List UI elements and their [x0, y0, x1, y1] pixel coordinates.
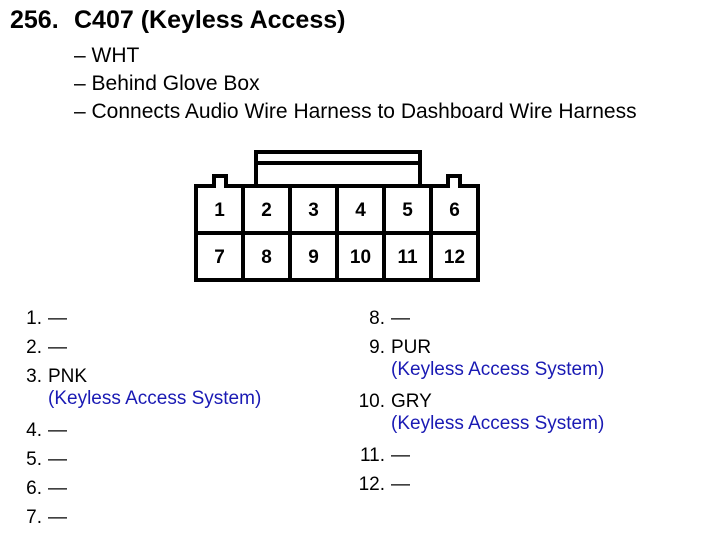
pin-label-1: 1 — [214, 200, 225, 221]
connector-title: 256. C407 (Keyless Access) — [10, 6, 345, 35]
connector-location: – Behind Glove Box — [74, 72, 260, 95]
connector-number: 256. — [10, 6, 59, 34]
pin-row-3: 3. PNK (Keyless Access System) — [26, 366, 262, 409]
pin-row-8: 8. — — [369, 308, 410, 329]
pin-circuit-desc: (Keyless Access System) — [391, 359, 605, 380]
pin-row-6: 6. — — [26, 478, 67, 499]
pin-label-9: 9 — [308, 247, 319, 268]
pin-label-10: 10 — [350, 247, 371, 268]
pin-row-5: 5. — — [26, 449, 67, 470]
pin-row-2: 2. — — [26, 337, 67, 358]
pin-label-6: 6 — [449, 200, 460, 221]
pin-label-4: 4 — [355, 200, 366, 221]
pin-row-10: 10. GRY (Keyless Access System) — [358, 391, 605, 434]
pin-list-left: 1. — 2. — 3. PNK (Keyless Access System)… — [26, 308, 262, 536]
pin-label-7: 7 — [214, 247, 225, 268]
connector-face-diagram: 1 2 3 4 5 6 7 8 9 10 11 12 — [194, 150, 480, 282]
pin-row-4: 4. — — [26, 420, 67, 441]
connector-connection: – Connects Audio Wire Harness to Dashboa… — [74, 100, 637, 123]
pin-list-right: 8. — 9. PUR (Keyless Access System) 10. … — [358, 308, 605, 503]
pin-circuit-desc: (Keyless Access System) — [48, 388, 262, 409]
pin-label-12: 12 — [444, 247, 465, 268]
pin-row-12: 12. — — [358, 474, 410, 495]
pin-label-5: 5 — [402, 200, 413, 221]
connector-name: C407 (Keyless Access) — [74, 6, 346, 34]
pin-row-9: 9. PUR (Keyless Access System) — [369, 337, 605, 380]
pin-label-8: 8 — [261, 247, 272, 268]
pin-row-7: 7. — — [26, 507, 67, 528]
pin-label-2: 2 — [261, 200, 272, 221]
pin-row-11: 11. — — [359, 445, 410, 466]
connector-color: – WHT — [74, 44, 140, 67]
connector-cavity-dividers — [241, 186, 433, 280]
pin-circuit-desc: (Keyless Access System) — [391, 413, 605, 434]
connector-lock-tab — [254, 150, 422, 186]
pin-label-3: 3 — [308, 200, 319, 221]
connector-body — [194, 174, 480, 282]
pin-row-1: 1. — — [26, 308, 67, 329]
pin-label-11: 11 — [397, 247, 418, 268]
